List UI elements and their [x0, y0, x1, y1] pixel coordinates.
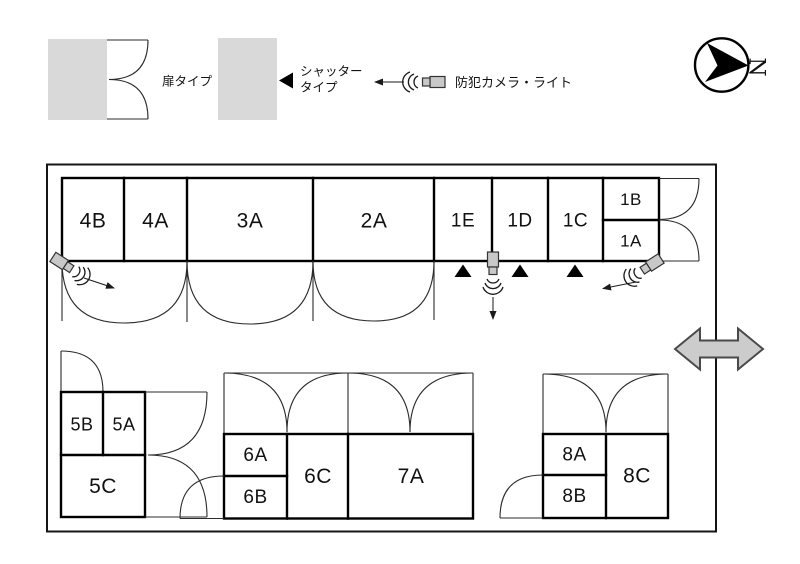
door-swing-arc	[542, 373, 607, 433]
door-swing-arc	[312, 260, 435, 322]
camera-direction-arrow	[602, 281, 637, 291]
door-swing-arc	[186, 260, 314, 325]
security-camera-icon	[46, 247, 95, 290]
unit-label-7A: 7A	[398, 465, 425, 488]
north-label: N	[744, 57, 769, 76]
shutter-markers	[454, 264, 584, 277]
security-cameras	[46, 247, 668, 320]
unit-label-1B: 1B	[620, 190, 642, 209]
door-swing-arc	[223, 372, 288, 433]
legend: 扉タイプ シャッター タイプ 防犯カメラ・ライト	[48, 38, 572, 120]
unit-label-3A: 3A	[237, 210, 264, 233]
unit-label-5B: 5B	[70, 415, 93, 435]
compass: N	[693, 37, 769, 93]
door-swing-arc	[286, 372, 411, 433]
unit-label-6C: 6C	[304, 465, 332, 488]
shutter-type-label-line1: シャッター	[300, 64, 363, 79]
door-swing-arc	[61, 260, 188, 324]
shutter-triangle-icon	[511, 264, 529, 277]
door-swing-arc	[60, 350, 104, 393]
unit-block-67: 6A 6B 6C 7A	[179, 372, 475, 520]
unit-label-1C: 1C	[563, 211, 588, 232]
unit-label-6A: 6A	[243, 445, 267, 466]
door-swing-arc	[605, 373, 669, 433]
door-type-label: 扉タイプ	[162, 74, 213, 89]
unit-label-2A: 2A	[361, 210, 388, 233]
unit-label-1A: 1A	[620, 232, 642, 251]
door-swing-arc	[108, 78, 149, 120]
door-swing-arcs-corner-units	[658, 177, 700, 262]
door-swing-arc	[658, 178, 700, 221]
shutter-triangle-icon	[566, 264, 584, 277]
shutter-triangle-icon	[454, 264, 472, 277]
security-camera-icon	[402, 71, 446, 93]
camera-label: 防犯カメラ・ライト	[455, 75, 572, 91]
unit-label-1D: 1D	[507, 211, 532, 232]
door-swing-arc	[147, 454, 208, 518]
unit-block-8: 8A 8B 8C	[499, 373, 670, 520]
door-swing-arc	[179, 475, 225, 519]
unit-label-6B: 6B	[243, 487, 267, 508]
entrance-arrow-icon	[673, 326, 765, 372]
unit-label-5C: 5C	[89, 475, 117, 498]
security-camera-icon	[482, 251, 504, 295]
shutter-type-label-line2: タイプ	[300, 80, 338, 95]
shutter-triangle-icon	[279, 72, 293, 89]
door-swing-arc	[108, 39, 149, 81]
door-type-swatch	[48, 39, 107, 120]
unit-label-5A: 5A	[112, 415, 135, 435]
door-swing-arc	[409, 372, 474, 433]
camera-direction-arrow	[83, 277, 115, 289]
unit-label-8B: 8B	[562, 486, 586, 507]
north-arrow-icon	[705, 43, 749, 82]
door-swing-arc	[499, 474, 544, 519]
shutter-type-swatch	[218, 38, 277, 120]
unit-label-1E: 1E	[451, 211, 475, 232]
unit-block-5: 5B 5A 5C	[59, 350, 208, 519]
door-swing-arc	[658, 219, 700, 262]
unit-label-4B: 4B	[80, 210, 107, 233]
unit-label-8A: 8A	[562, 445, 586, 466]
door-swing-arc	[147, 391, 208, 456]
unit-label-8C: 8C	[623, 465, 651, 488]
door-swing-arcs-top-row	[61, 260, 435, 325]
unit-label-4A: 4A	[142, 210, 169, 233]
unit-block-top-row: 4B 4A 3A 2A 1E 1D 1C 1B 1A	[60, 176, 661, 263]
